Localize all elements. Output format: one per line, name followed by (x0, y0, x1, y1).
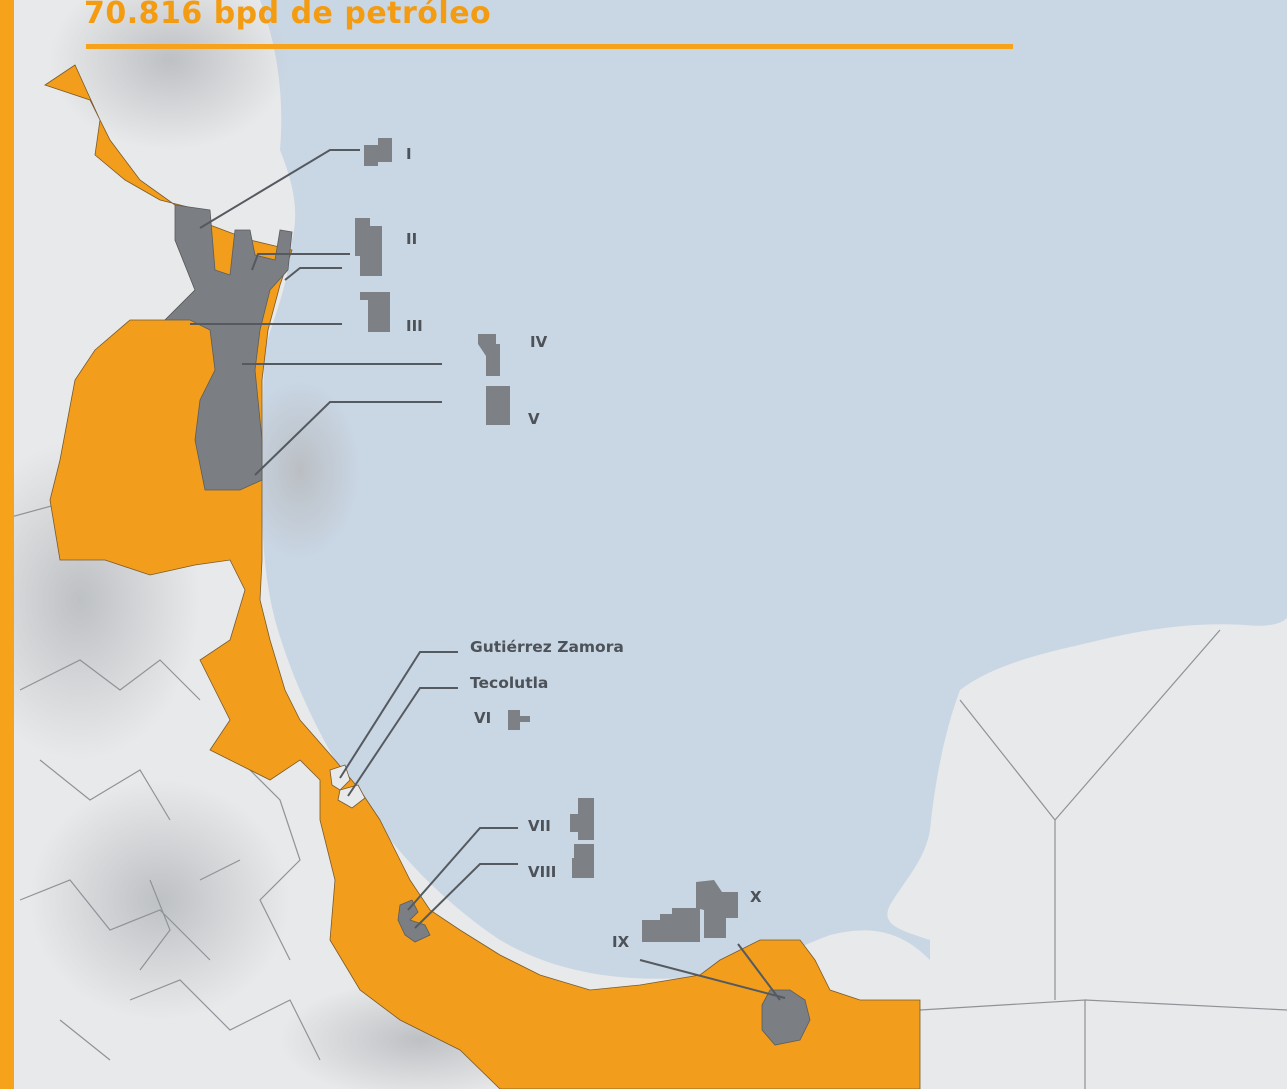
zone-label-iv: IV (530, 333, 548, 351)
inland-white-area (290, 785, 310, 805)
map-title: 70.816 bpd de petróleo (84, 0, 492, 31)
offshore-block-iii (360, 292, 390, 332)
municipality-region (44, 64, 921, 1089)
state-boundary (0, 504, 321, 1061)
offshore-block-i (364, 138, 392, 166)
leader-line-vii (407, 827, 518, 911)
place-label-gutierrez-zamora: Gutiérrez Zamora (470, 638, 624, 656)
leader-line-x (737, 943, 781, 1001)
offshore-block-v (486, 386, 510, 425)
zone-label-v: V (528, 410, 540, 428)
zone-label-i: I (406, 145, 412, 163)
offshore-block-ii (355, 218, 382, 276)
relief-shade (240, 380, 360, 560)
leader-line-i (199, 149, 360, 229)
state-boundary (919, 629, 1287, 1089)
zone-region-vii-viii (397, 899, 431, 943)
leader-line-v (254, 401, 442, 476)
leader-line-tecolutla (347, 687, 458, 797)
left-accent-bar (0, 0, 14, 1089)
zone-label-ix: IX (612, 933, 630, 951)
offshore-block-x (696, 880, 738, 938)
offshore-block-viii (572, 844, 594, 878)
relief-shade (30, 780, 290, 1020)
offshore-block-vi (508, 710, 530, 730)
relief-shade (50, 0, 290, 150)
offshore-block-ix (642, 908, 700, 942)
leader-line-ix (639, 959, 786, 999)
zone-label-vii: VII (528, 817, 551, 835)
leader-line-ii-1 (251, 253, 350, 271)
yucatan-land (887, 618, 1287, 1089)
zone-region-ix-x (761, 989, 811, 1046)
title-underline (86, 44, 1013, 49)
leader-line-ii-2 (284, 267, 342, 281)
offshore-block-iv (478, 334, 500, 376)
zone-label-ii: II (406, 230, 417, 248)
place-label-tecolutla: Tecolutla (470, 674, 548, 692)
offshore-block-vii (570, 798, 594, 840)
leader-line-viii (414, 863, 518, 929)
leader-line-gutierrez-zamora (339, 651, 458, 779)
zone-label-x: X (750, 888, 762, 906)
zone-label-viii: VIII (528, 863, 556, 881)
zone-label-vi: VI (474, 709, 491, 727)
zone-label-iii: III (406, 317, 423, 335)
